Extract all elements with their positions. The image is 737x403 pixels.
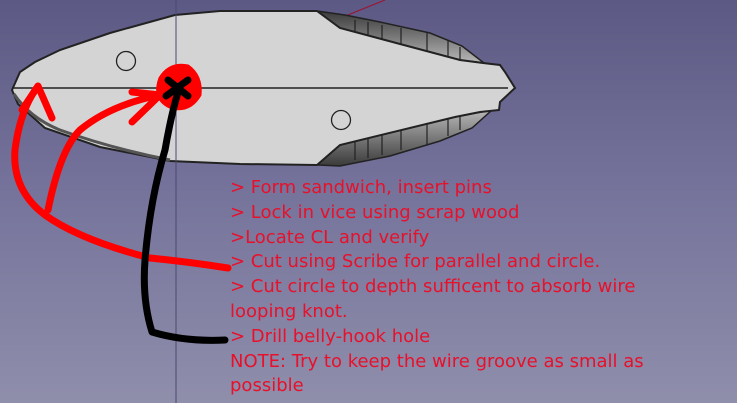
annotation-notes: > Form sandwich, insert pins > Lock in v… <box>230 176 737 399</box>
hand-drawn-annotations <box>11 63 232 344</box>
red-arrow-2 <box>44 88 164 214</box>
pin-hole <box>330 109 352 131</box>
note-line: NOTE: Try to keep the wire groove as sma… <box>230 350 644 372</box>
red-arrow-1 <box>11 82 232 272</box>
note-line: >Locate CL and verify <box>230 226 430 248</box>
black-x-mark <box>162 76 192 100</box>
pin-hole <box>115 50 137 72</box>
note-line: looping knot. <box>230 300 348 322</box>
note-line: > Lock in vice using scrap wood <box>230 201 520 223</box>
note-line: possible <box>230 375 304 397</box>
note-line: > Cut using Scribe for parallel and circ… <box>230 251 601 273</box>
note-line: > Form sandwich, insert pins <box>230 177 492 198</box>
black-line <box>140 82 229 344</box>
note-line: > Drill belly-hook hole <box>230 325 431 347</box>
lure-body-part[interactable] <box>10 10 517 167</box>
note-line: > Cut circle to depth sufficent to absor… <box>230 276 636 298</box>
